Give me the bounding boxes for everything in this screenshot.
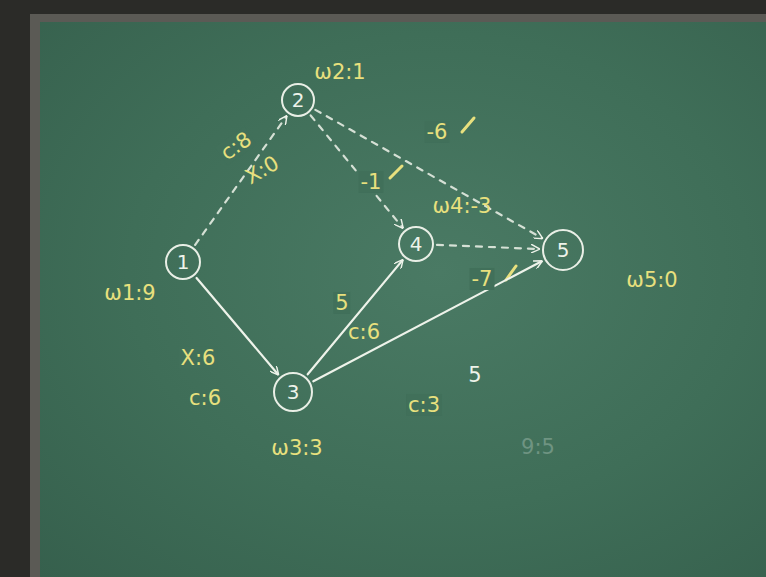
edge-label: c:3: [406, 394, 442, 416]
graph-node-circle: 2: [281, 83, 315, 117]
node-number: 3: [287, 382, 300, 402]
chalk-annotation: 9:5: [519, 436, 557, 458]
graph-node-circle: 3: [273, 372, 313, 412]
edge-label: 5: [333, 292, 350, 314]
chalk-annotation: ω5:0: [624, 269, 679, 291]
graph-node-circle: 4: [398, 226, 434, 262]
edge-label: -1: [359, 171, 384, 193]
solid-edge: [308, 260, 403, 374]
dashed-edge: [437, 245, 539, 249]
chalk-annotation: ω4:-3: [431, 195, 494, 217]
solid-edge: [313, 261, 541, 381]
chalk-annotation: ω2:1: [312, 61, 367, 83]
node-number: 1: [177, 252, 190, 272]
dashed-edge: [311, 115, 403, 227]
node-number: 5: [557, 240, 570, 260]
dashed-edge: [195, 116, 286, 245]
graph-node-circle: 1: [165, 244, 201, 280]
graph-node-circle: 5: [542, 229, 584, 271]
chalk-annotation: c:6: [187, 387, 223, 409]
node-number: 4: [410, 234, 423, 254]
chalk-annotation: ω3:3: [269, 437, 324, 459]
chalk-annotation: c:6: [346, 321, 382, 343]
chalk-annotation: ω1:9: [102, 282, 157, 304]
node-number: 2: [292, 90, 305, 110]
dashed-edge: [315, 110, 542, 238]
edge-label: -6: [425, 121, 450, 143]
edge-label: X:6: [179, 347, 218, 369]
edge-label: -7: [470, 268, 495, 290]
chalk-annotation: 5: [466, 364, 483, 386]
